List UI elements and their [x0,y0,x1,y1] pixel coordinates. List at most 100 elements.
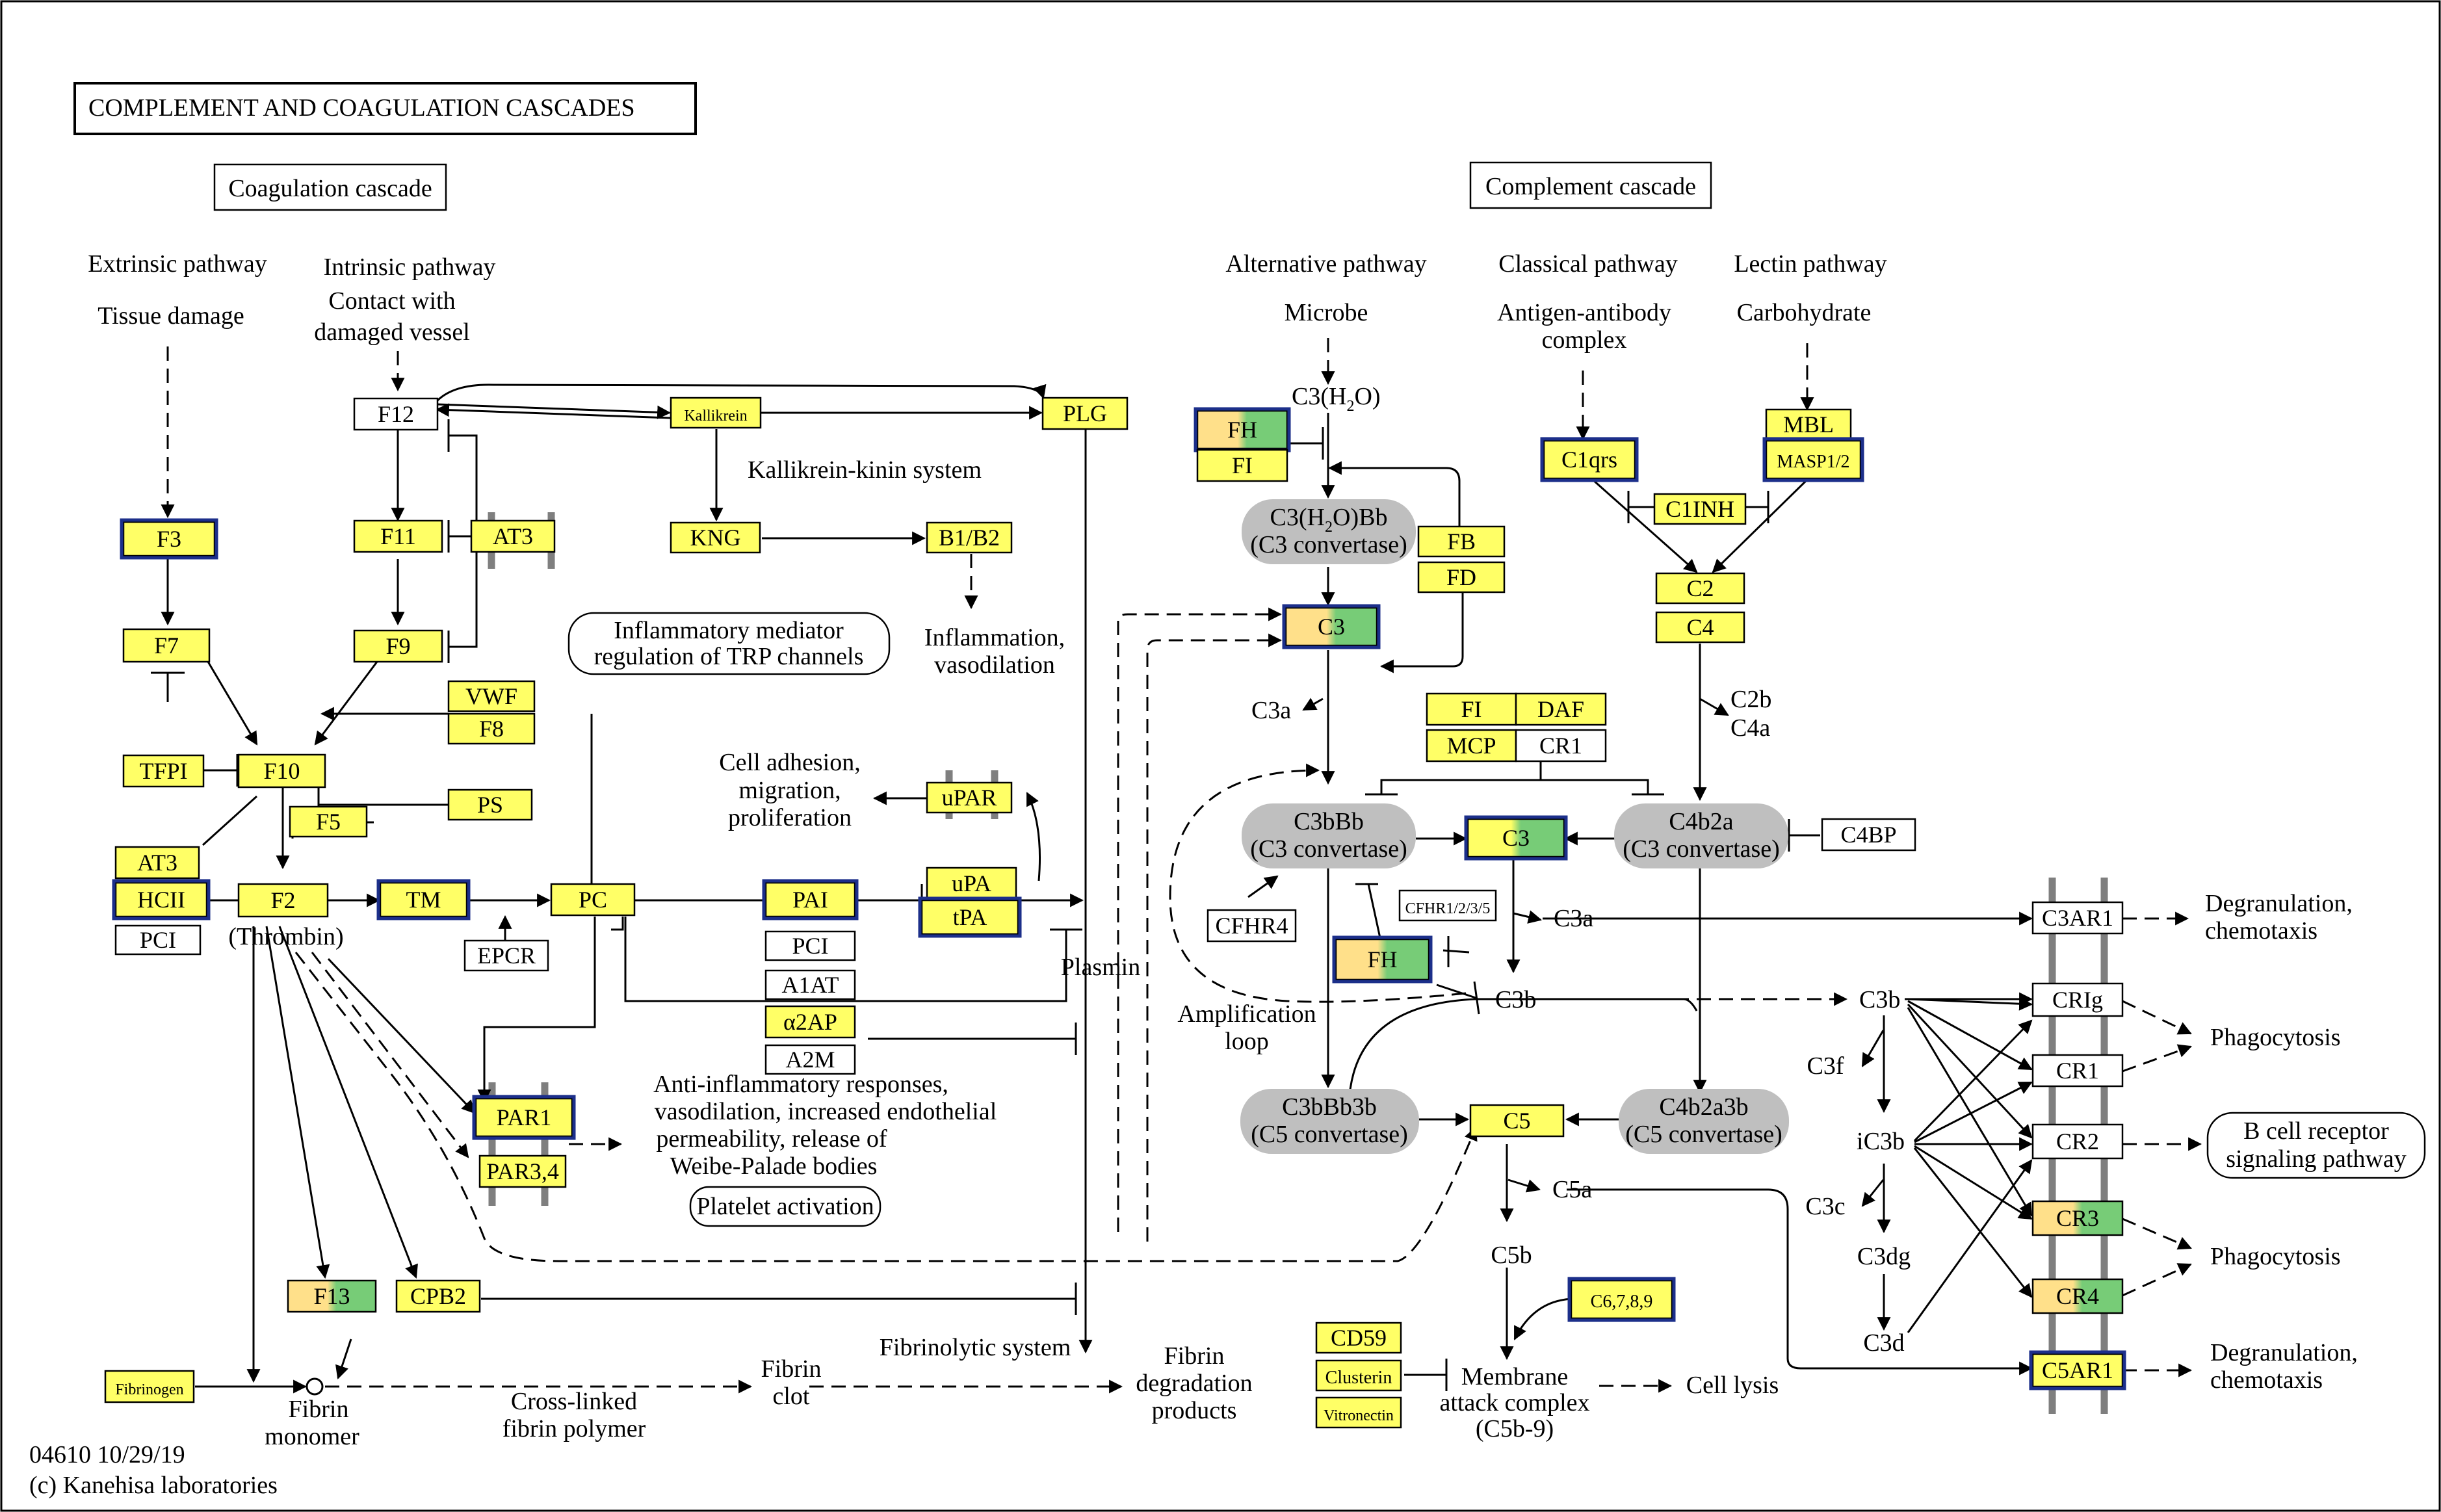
gene-label-c5: C5 [1503,1108,1530,1134]
gene-node-c1inh[interactable]: C1INH [1653,493,1747,525]
svg-text:C4b2a: C4b2a [1669,808,1733,835]
label-phagocytosis-1: Phagocytosis [2210,1024,2341,1051]
gene-node-c3a[interactable]: C3 [1282,604,1381,649]
gene-node-f13[interactable]: F13 [287,1279,377,1313]
gene-node-at3b[interactable]: AT3 [470,519,556,553]
gene-node-pcia[interactable]: PCI [114,924,202,956]
gene-node-fh2[interactable]: FH [1332,935,1433,984]
gene-node-f8[interactable]: F8 [447,712,536,745]
label-proliferation: proliferation [728,804,852,831]
gene-node-mcp[interactable]: MCP [1426,729,1517,763]
gene-node-f5[interactable]: F5 [289,805,368,838]
gene-node-tm[interactable]: TM [376,879,471,920]
gene-node-a2ap[interactable]: α2AP [764,1005,856,1039]
gene-label-plg: PLG [1063,400,1107,426]
gene-node-par34[interactable]: PAR3,4 [478,1154,567,1188]
gene-label-c1inh: C1INH [1665,496,1734,522]
gene-label-cr2: CR2 [2056,1128,2099,1154]
gene-node-c4bp[interactable]: C4BP [1821,818,1916,852]
gene-node-vwf[interactable]: VWF [447,680,536,712]
gene-node-fh1[interactable]: FH [1194,407,1291,452]
gene-node-f11[interactable]: F11 [353,519,443,553]
gene-node-c5ar1[interactable]: C5AR1 [2029,1350,2126,1390]
gene-node-ps[interactable]: PS [447,789,533,821]
gene-label-f7: F7 [154,632,179,658]
gene-node-mbl[interactable]: MBL [1765,408,1852,441]
gene-node-cfhr4[interactable]: CFHR4 [1207,909,1297,943]
gene-node-at3a[interactable]: AT3 [114,846,200,880]
gene-node-cr4[interactable]: CR4 [2031,1278,2124,1314]
gene-node-cd59[interactable]: CD59 [1315,1322,1402,1354]
gene-node-kng[interactable]: KNG [670,521,761,554]
gene-node-kallikrein[interactable]: Kallikrein [670,397,762,429]
label-c3b-2: C3b [1859,986,1900,1013]
gene-node-crig[interactable]: CRIg [2031,982,2124,1017]
convertase-c3bbb3b[interactable]: C3bBb3b (C5 convertase) [1240,1089,1419,1154]
label-lectin-pathway: Lectin pathway [1734,250,1886,278]
svg-text:Complement cascade: Complement cascade [1485,173,1696,200]
gene-node-c4[interactable]: C4 [1655,611,1745,644]
convertase-c4b2a3b[interactable]: C4b2a3b (C5 convertase) [1619,1089,1789,1154]
svg-text:B cell receptor: B cell receptor [2243,1117,2389,1145]
label-fdp-1: Fibrin [1164,1342,1225,1370]
gene-node-upar[interactable]: uPAR [926,781,1013,814]
label-ic3b: iC3b [1857,1128,1905,1155]
gene-label-c2: C2 [1686,575,1714,601]
gene-node-c3b[interactable]: C3 [1464,815,1568,861]
gene-node-pai[interactable]: PAI [762,879,859,920]
gene-node-daf[interactable]: DAF [1515,692,1607,726]
gene-node-epcr[interactable]: EPCR [463,939,549,972]
label-anti-inflammatory-1: Anti-inflammatory responses, [653,1071,948,1098]
gene-node-c1qrs[interactable]: C1qrs [1540,437,1639,482]
gene-node-cr2[interactable]: CR2 [2031,1123,2124,1160]
gene-node-cr1b[interactable]: CR1 [2031,1054,2124,1088]
gene-node-cpb2[interactable]: CPB2 [395,1279,481,1313]
gene-node-fb[interactable]: FB [1417,525,1506,558]
gene-label-tm: TM [406,887,441,913]
gene-label-a1at: A1AT [782,972,839,998]
gene-node-c2[interactable]: C2 [1655,572,1745,605]
gene-node-a2m[interactable]: A2M [764,1044,856,1075]
gene-node-tpa[interactable]: tPA [918,896,1022,938]
gene-node-fi2[interactable]: FI [1426,692,1517,726]
gene-node-upa[interactable]: uPA [926,867,1017,900]
convertase-c4b2a[interactable]: C4b2a (C3 convertase) [1614,803,1788,868]
gene-node-f9[interactable]: F9 [353,629,443,663]
gene-label-cr1a: CR1 [1539,733,1582,759]
gene-node-clusterin[interactable]: Clusterin [1315,1359,1402,1392]
gene-node-f3[interactable]: F3 [120,518,218,560]
gene-node-pcib[interactable]: PCI [764,930,856,961]
gene-node-plg[interactable]: PLG [1041,397,1129,430]
gene-node-fi1[interactable]: FI [1196,449,1288,482]
gene-node-f10[interactable]: F10 [237,753,326,789]
gene-node-tfpi[interactable]: TFPI [122,754,205,788]
gene-node-vitronectin[interactable]: Vitronectin [1315,1396,1402,1429]
gene-node-pc[interactable]: PC [550,883,636,917]
gene-node-c5[interactable]: C5 [1469,1104,1565,1138]
gene-node-f12[interactable]: F12 [353,397,439,431]
convertase-c3bbb[interactable]: C3bBb (C3 convertase) [1242,803,1416,868]
map-platelet-activation[interactable]: Platelet activation [689,1186,881,1227]
gene-node-masp[interactable]: MASP1/2 [1762,437,1864,482]
gene-node-hcii[interactable]: HCII [112,879,211,920]
map-b-cell-receptor[interactable]: B cell receptor signaling pathway [2206,1112,2426,1179]
gene-node-c3ar1[interactable]: C3AR1 [2031,901,2124,935]
gene-label-upa: uPA [952,870,991,896]
gene-node-f2[interactable]: F2 [237,883,329,918]
gene-node-b1b2[interactable]: B1/B2 [926,521,1013,554]
gene-node-c6789[interactable]: C6,7,8,9 [1567,1277,1676,1322]
gene-node-cr3[interactable]: CR3 [2031,1200,2124,1236]
gene-node-fd[interactable]: FD [1417,561,1506,593]
label-phagocytosis-2: Phagocytosis [2210,1243,2341,1270]
gene-node-f7[interactable]: F7 [122,628,211,663]
gene-node-a1at[interactable]: A1AT [764,969,856,1000]
gene-node-cr1a[interactable]: CR1 [1515,729,1607,763]
label-c3b-1: C3b [1495,986,1536,1013]
convertase-c3h2obb[interactable]: C3(H2O)Bb (C3 convertase) [1242,499,1416,564]
gene-node-par1[interactable]: PAR1 [472,1095,576,1140]
gene-node-cfhr1235[interactable]: CFHR1/2/3/5 [1398,889,1497,922]
map-inflammatory-mediator[interactable]: Inflammatory mediator regulation of TRP … [568,612,891,675]
label-crosslinked-1: Cross-linked [511,1388,637,1415]
gene-node-fibrinogen[interactable]: Fibrinogen [104,1370,195,1403]
